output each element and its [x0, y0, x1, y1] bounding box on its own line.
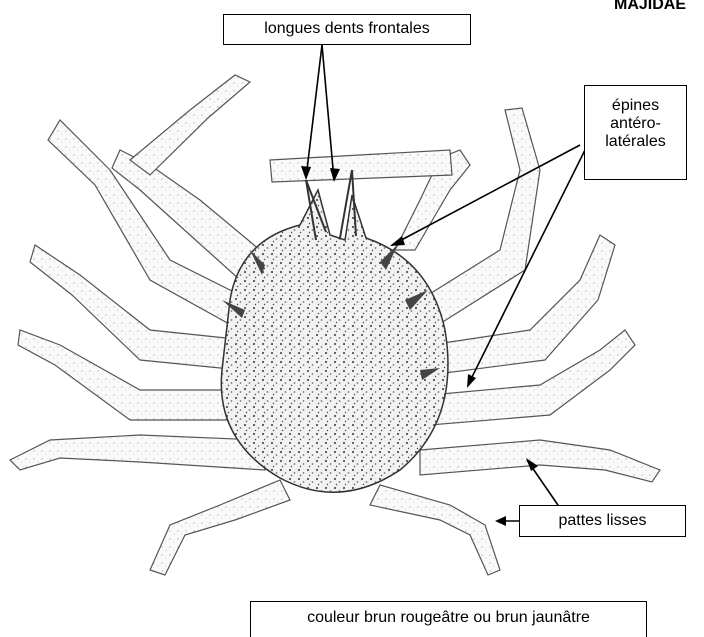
label-epines-line3: latérales	[585, 133, 686, 151]
label-color: couleur brun rougeâtre ou brun jaunâtre	[250, 601, 647, 637]
label-antero-lateral-spines: épines antéro- latérales	[584, 85, 687, 180]
label-smooth-legs: pattes lisses	[519, 505, 686, 537]
label-epines-line2: antéro-	[585, 115, 686, 133]
label-epines-line1: épines	[585, 97, 686, 115]
label-frontal-teeth: longues dents frontales	[223, 14, 471, 45]
